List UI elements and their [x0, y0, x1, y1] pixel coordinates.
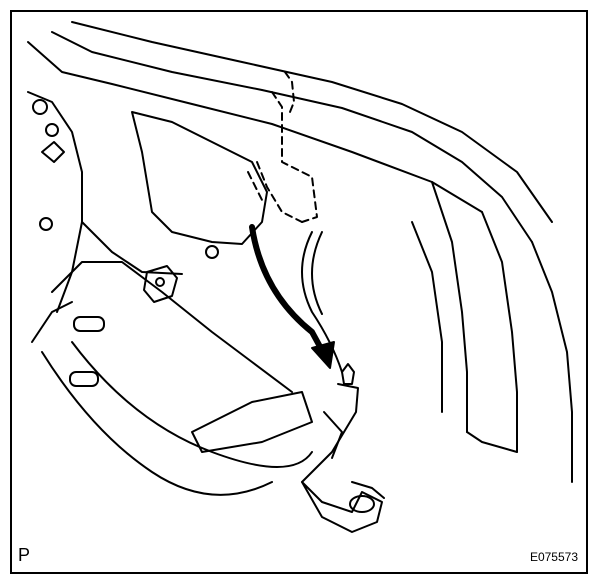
- illustration-frame: P E075573: [10, 10, 588, 574]
- vehicle-interior-diagram: [27, 21, 573, 533]
- wheel-well: [31, 261, 313, 496]
- corner-label: P: [18, 545, 31, 565]
- window-opening: [131, 111, 268, 259]
- right-pillar: [411, 181, 573, 483]
- cable-lines: [301, 231, 343, 373]
- hood-stay-part: [301, 363, 385, 533]
- figure-id: E075573: [529, 550, 578, 564]
- stay-original-position: [247, 71, 318, 223]
- curved-arrow-icon: [249, 224, 335, 369]
- mounting-pad: [143, 265, 178, 303]
- roof-panel: [27, 21, 553, 243]
